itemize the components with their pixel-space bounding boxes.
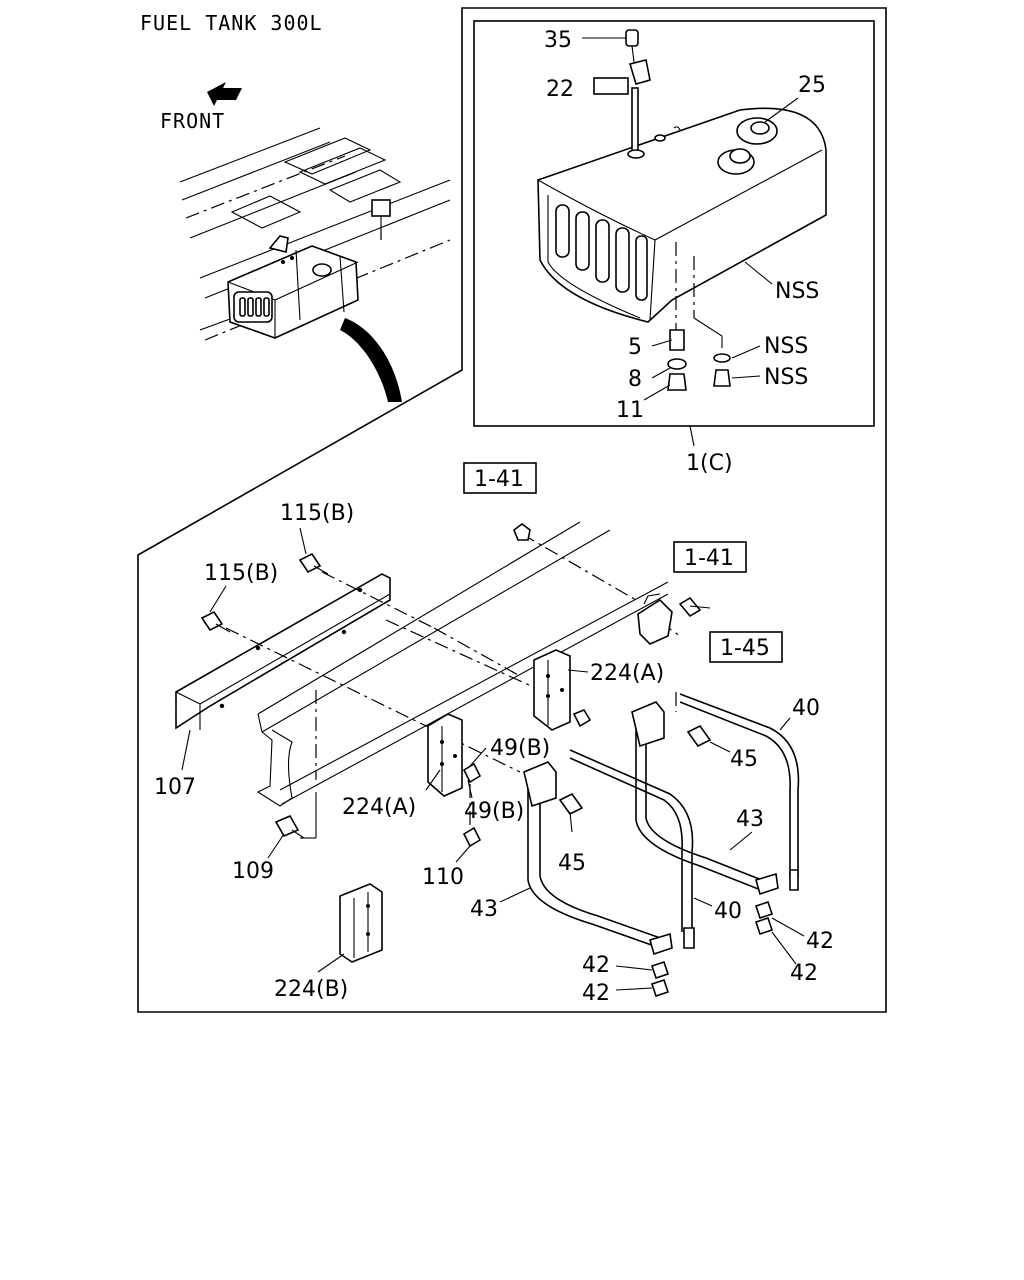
callout-107: 107: [154, 775, 196, 800]
callout-8: 8: [628, 367, 642, 392]
diagram-title: FUEL TANK 300L: [140, 11, 323, 35]
ref-box-1-41-b[interactable]: 1-41: [673, 541, 747, 573]
vehicle-overview: [179, 127, 451, 402]
ref-label: 1-41: [474, 467, 524, 492]
callout-49b-mid: 49(B): [464, 799, 524, 824]
callout-43-right: 43: [736, 807, 764, 832]
callout-22: 22: [546, 77, 574, 102]
front-label: FRONT: [160, 109, 225, 133]
callout-11: 11: [616, 398, 644, 423]
ref-box-1-41-a[interactable]: 1-41: [463, 462, 537, 494]
outer-frame: [137, 7, 887, 1013]
callout-42-d: 42: [582, 981, 610, 1006]
callout-115b-top: 115(B): [280, 501, 354, 526]
callout-42-a: 42: [806, 929, 834, 954]
callout-224a-mid: 224(A): [342, 795, 416, 820]
ref-box-1-45[interactable]: 1-45: [709, 631, 783, 663]
callout-224a-top: 224(A): [590, 661, 664, 686]
ref-label: 1-41: [684, 546, 734, 571]
callout-115b-left: 115(B): [204, 561, 278, 586]
front-arrow-icon: [207, 82, 242, 106]
callout-42-b: 42: [582, 953, 610, 978]
main-exploded-view: [175, 521, 800, 998]
callout-110: 110: [422, 865, 464, 890]
callout-42-c: 42: [790, 961, 818, 986]
callout-45-mid: 45: [558, 851, 586, 876]
inset-frame: [473, 20, 875, 427]
inset-assembly-label: 1(C): [686, 451, 733, 476]
ref-label: 1-45: [720, 636, 770, 661]
callout-43-left: 43: [470, 897, 498, 922]
callout-5: 5: [628, 335, 642, 360]
callout-40-top: 40: [792, 696, 820, 721]
callout-nss-washer: NSS: [764, 334, 808, 359]
callout-nss-plug: NSS: [764, 365, 808, 390]
callout-nss-tank: NSS: [775, 279, 819, 304]
callout-49b-top: 49(B): [490, 736, 550, 761]
callout-40-bottom: 40: [714, 899, 742, 924]
callout-224b: 224(B): [274, 977, 348, 1002]
fuel-tank-detail: [537, 29, 827, 391]
callout-35: 35: [544, 28, 572, 53]
callout-109: 109: [232, 859, 274, 884]
callout-25: 25: [798, 73, 826, 98]
callout-45-top: 45: [730, 747, 758, 772]
